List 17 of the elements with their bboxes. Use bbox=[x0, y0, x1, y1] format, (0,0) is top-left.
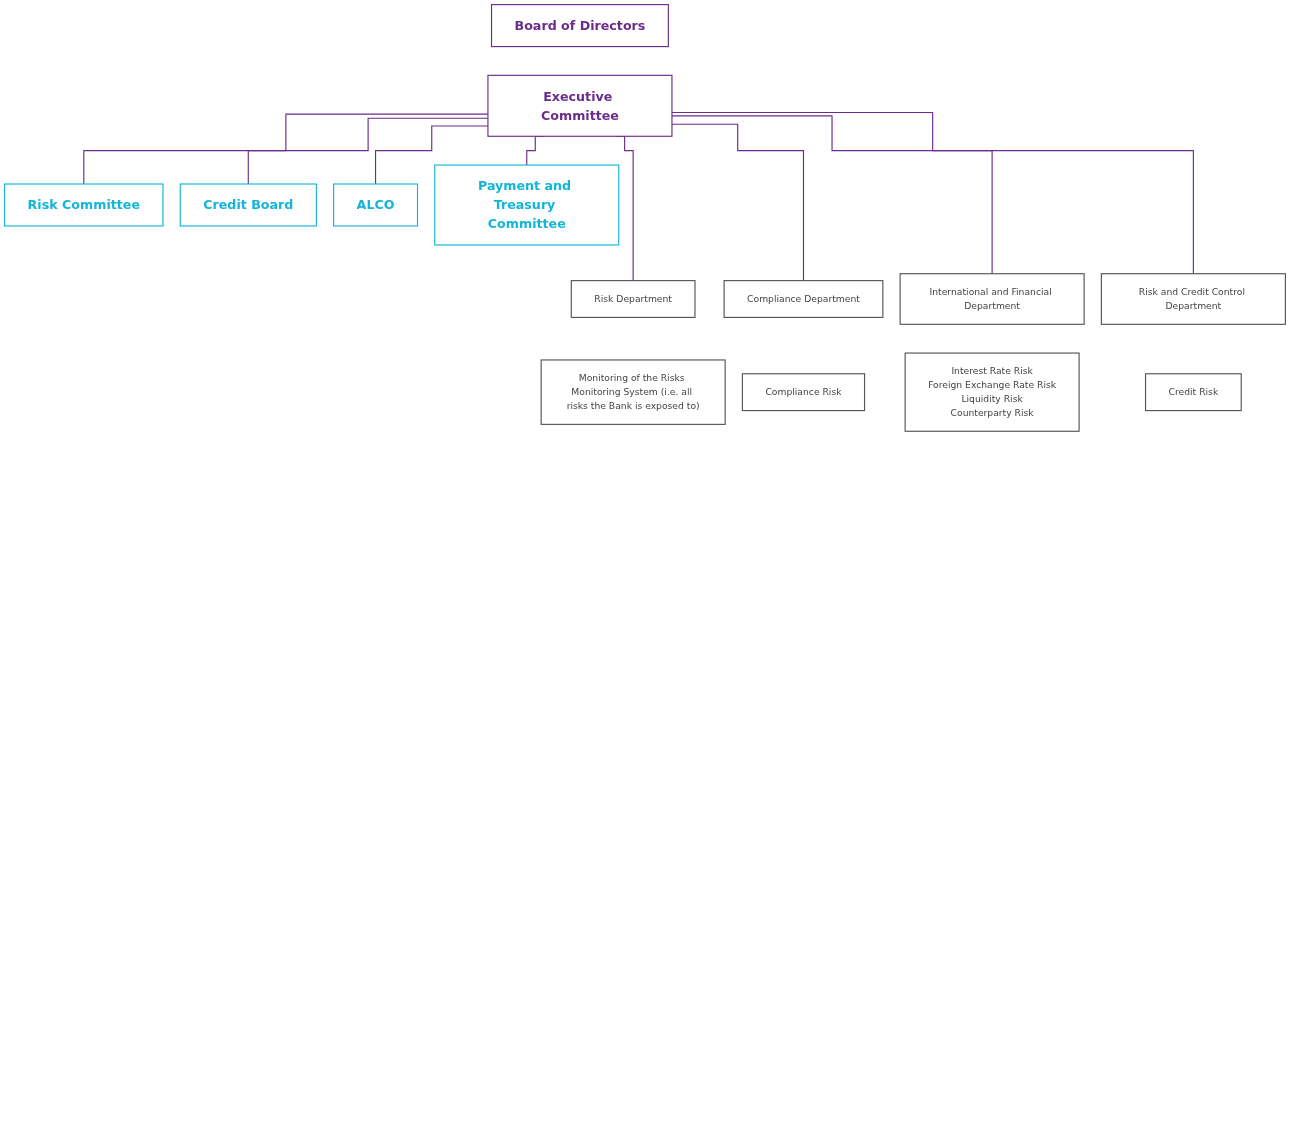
node-box: Compliance Risk bbox=[741, 373, 866, 412]
node-box: Compliance Department bbox=[723, 280, 884, 318]
node-box: Risk and Credit Control Department bbox=[1100, 273, 1286, 325]
node-box: Risk Department bbox=[570, 280, 696, 318]
connector bbox=[671, 123, 805, 282]
node-box: Board of Directors bbox=[490, 4, 669, 48]
node-box: Monitoring of the Risks Monitoring System (i.e. all risks the Bank is exposed to) bbox=[540, 359, 726, 425]
node-box: Payment and Treasury Committee bbox=[434, 164, 620, 246]
connector bbox=[671, 111, 1194, 275]
node-box: Credit Risk bbox=[1144, 373, 1242, 412]
node-box: Risk Committee bbox=[4, 183, 164, 227]
node-box: Interest Rate Risk Foreign Exchange Rate Risk Liquidity Risk Counterparty Risk bbox=[904, 352, 1080, 432]
node-box: Credit Board bbox=[179, 183, 317, 227]
node-box: Executive Committee bbox=[487, 74, 673, 137]
node-box: ALCO bbox=[333, 183, 419, 227]
connector bbox=[671, 115, 993, 275]
node-box: International and Financial Department bbox=[899, 273, 1085, 325]
